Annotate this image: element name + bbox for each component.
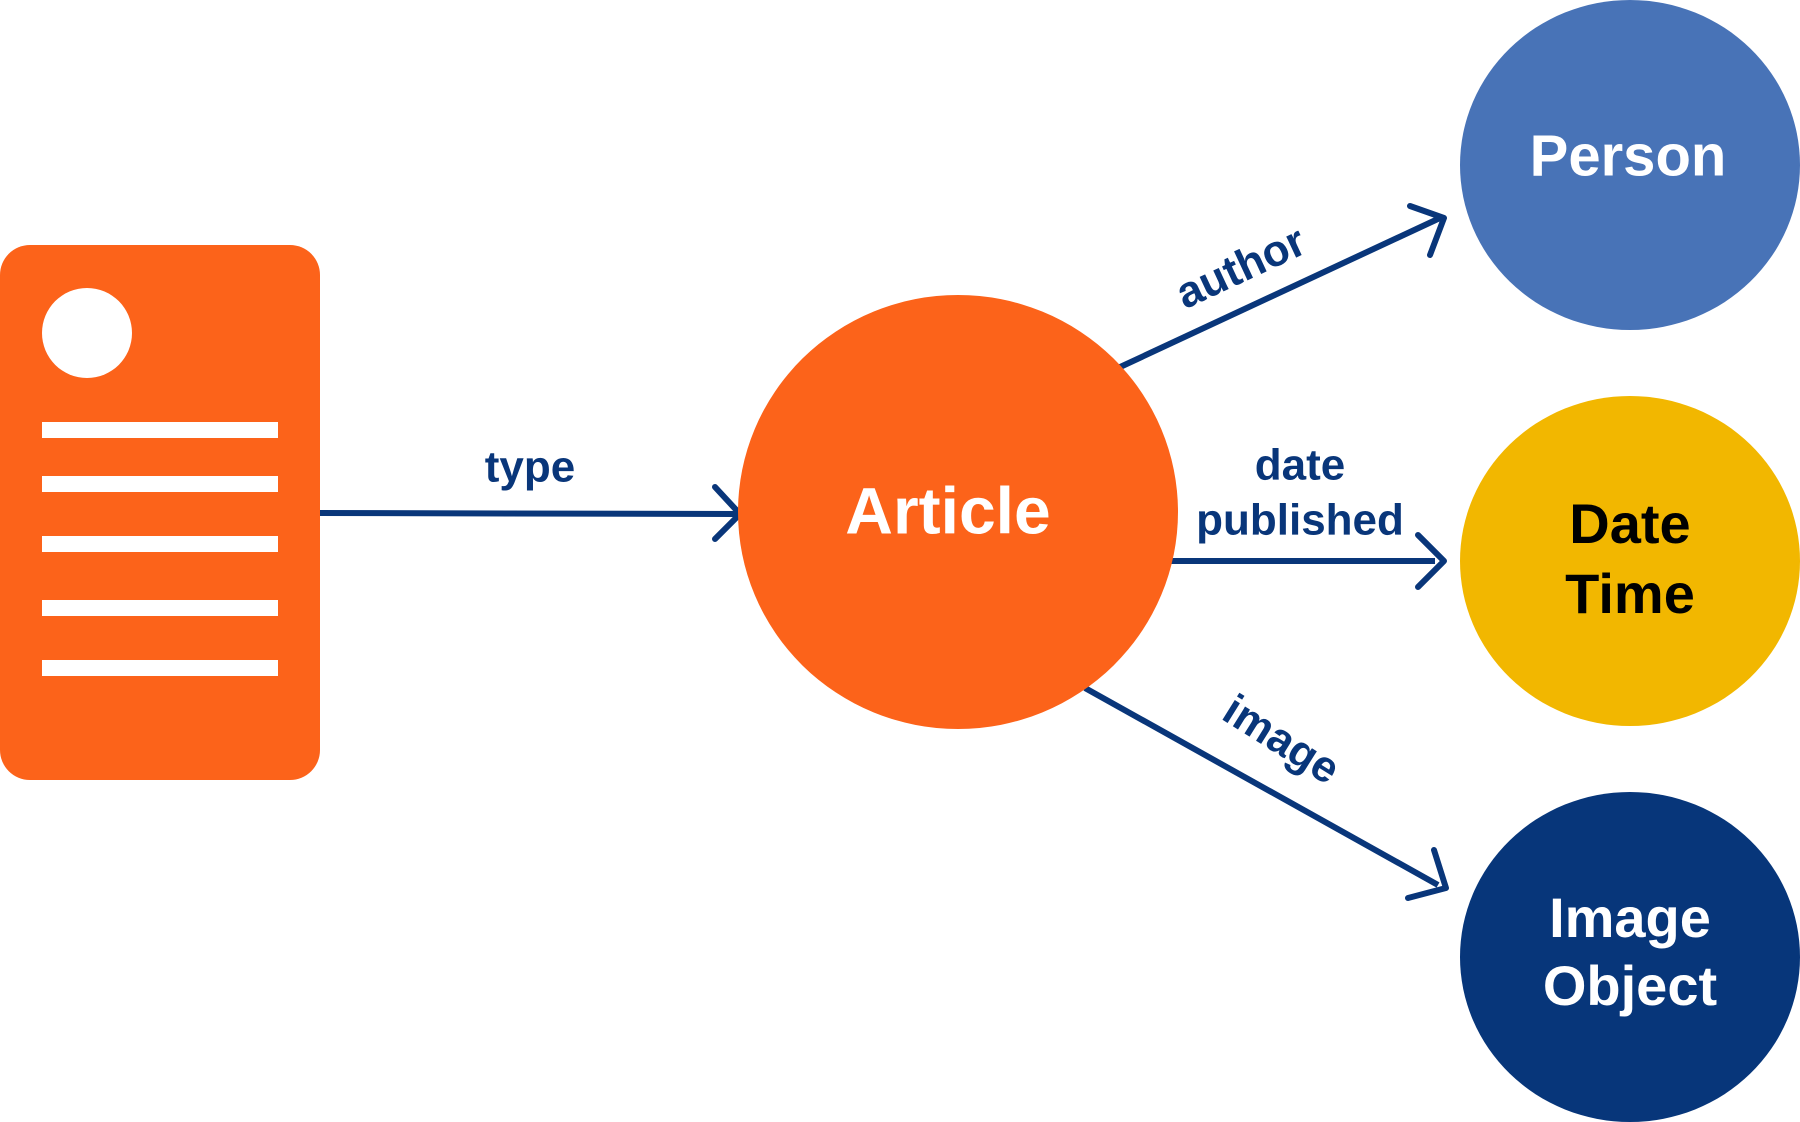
document-body (0, 245, 320, 780)
edge-image-arrowhead (1405, 847, 1449, 901)
node-person: Person (1460, 0, 1800, 330)
node-imageobject-circle (1460, 792, 1800, 1122)
node-datetime-label-line1: Date (1569, 492, 1690, 555)
node-person-label: Person (1530, 123, 1727, 188)
edge-date-published-label-line1: date (1255, 441, 1345, 490)
document-line (42, 536, 278, 552)
edge-author: author (1116, 203, 1447, 371)
node-datetime-label-line2: Time (1565, 562, 1695, 625)
edge-type: type (319, 443, 743, 542)
edge-date-published-label-line2: published (1196, 496, 1404, 545)
node-person-circle (1460, 0, 1800, 330)
node-article-label: Article (845, 473, 1050, 547)
node-imageobject-label-line2: Object (1543, 954, 1717, 1017)
document-line (42, 660, 278, 676)
document-icon (0, 245, 320, 780)
edge-date-published: date published (1170, 441, 1447, 590)
edge-author-arrowhead (1407, 203, 1447, 258)
edge-date-published-arrowhead (1415, 532, 1447, 590)
node-imageobject-label-line1: Image (1549, 886, 1711, 949)
node-imageobject: Image Object (1460, 792, 1800, 1122)
node-article: Article (738, 295, 1178, 729)
node-article-circle (738, 295, 1178, 729)
edge-author-label: author (1168, 216, 1313, 318)
edge-image-line (1083, 685, 1440, 888)
document-line (42, 422, 278, 438)
document-line (42, 476, 278, 492)
edge-image-label: image (1215, 685, 1349, 794)
document-avatar-dot (42, 288, 132, 378)
node-datetime: Date Time (1460, 396, 1800, 726)
edge-image: image (1083, 685, 1449, 901)
edge-type-label: type (485, 443, 575, 492)
edge-author-line (1116, 215, 1442, 371)
edge-type-line (319, 510, 738, 517)
node-datetime-circle (1460, 396, 1800, 726)
document-line (42, 600, 278, 616)
